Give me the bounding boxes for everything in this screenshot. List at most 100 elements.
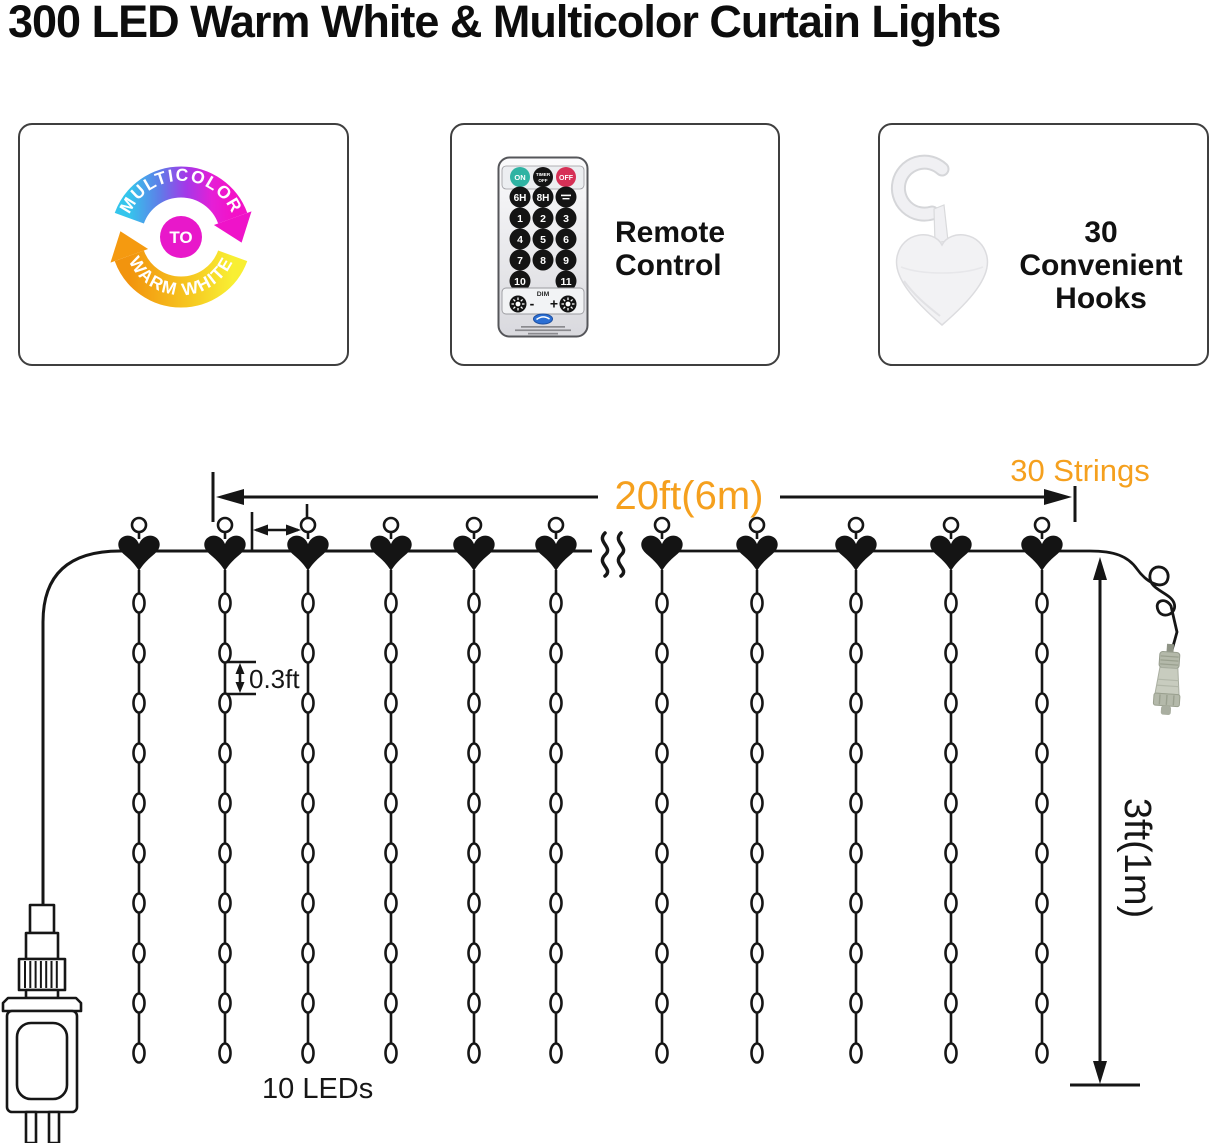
led-bulb-icon bbox=[849, 642, 863, 664]
remote-fine-print bbox=[515, 326, 571, 335]
remote-caption-line2: Control bbox=[615, 249, 722, 282]
remote-digit-button: 1 bbox=[509, 207, 531, 229]
led-bulb-icon bbox=[944, 842, 958, 864]
led-bulb-icon bbox=[849, 842, 863, 864]
spacing-arrowhead-right bbox=[286, 524, 301, 536]
hanger-loop-icon bbox=[847, 516, 865, 534]
light-string bbox=[1021, 516, 1063, 1064]
light-string bbox=[370, 516, 412, 1064]
led-bulb-icon bbox=[849, 692, 863, 714]
led-bulb-icon bbox=[384, 842, 398, 864]
heart-clip-icon bbox=[118, 535, 160, 571]
remote-digit-button: 11 bbox=[555, 270, 577, 292]
remote-digit-button: 7 bbox=[509, 249, 531, 271]
hanger-loop-icon bbox=[1033, 516, 1051, 534]
svg-text:6: 6 bbox=[563, 234, 569, 246]
led-bulb-icon bbox=[132, 842, 146, 864]
led-bulb-icon bbox=[1035, 742, 1049, 764]
led-bulb-icon bbox=[467, 692, 481, 714]
led-bulb-icon bbox=[849, 592, 863, 614]
remote-digit-button: 8 bbox=[532, 249, 554, 271]
led-bulb-icon bbox=[467, 642, 481, 664]
feature-card-color-modes: MULTICOLOR WARM WHITE TO bbox=[18, 123, 349, 366]
led-bulb-icon bbox=[467, 992, 481, 1014]
led-bulb-icon bbox=[132, 942, 146, 964]
led-bulb-icon bbox=[655, 642, 669, 664]
led-bulb-icon bbox=[655, 792, 669, 814]
wire-break-mark bbox=[616, 531, 626, 578]
spacing-arrowhead-left bbox=[253, 524, 268, 536]
heart-clip-icon bbox=[641, 535, 683, 571]
remote-minus-label: - bbox=[530, 296, 535, 312]
hanger-loop-icon bbox=[547, 516, 565, 534]
led-bulb-icon bbox=[750, 642, 764, 664]
remote-button-8h-label: 8H bbox=[537, 193, 550, 204]
remote-digit-button: 3 bbox=[555, 207, 577, 229]
led-spacing-label: 0.3ft bbox=[249, 664, 300, 694]
remote-button-off bbox=[556, 167, 576, 187]
width-arrowhead-left bbox=[216, 489, 244, 505]
led-bulb-icon bbox=[132, 892, 146, 914]
led-bulb-icon bbox=[301, 992, 315, 1014]
led-bulb-icon bbox=[750, 992, 764, 1014]
warm-white-arrow bbox=[114, 249, 248, 308]
svg-text:7: 7 bbox=[517, 255, 523, 267]
remote-dim-label: DIM bbox=[537, 291, 550, 298]
led-bulb-icon bbox=[655, 842, 669, 864]
remote-digit-button: 5 bbox=[532, 228, 554, 250]
led-bulb-icon bbox=[384, 892, 398, 914]
led-bulb-icon bbox=[218, 742, 232, 764]
heart-clip-icon bbox=[535, 535, 577, 571]
led-bulb-icon bbox=[301, 742, 315, 764]
led-bulb-icon bbox=[849, 792, 863, 814]
led-bulb-icon bbox=[467, 942, 481, 964]
led-bulb-icon bbox=[301, 692, 315, 714]
warm-white-arrowhead bbox=[110, 231, 149, 263]
light-string bbox=[736, 516, 778, 1064]
multicolor-arrowhead bbox=[213, 211, 252, 243]
remote-digit-button: 9 bbox=[555, 249, 577, 271]
led-bulb-icon bbox=[944, 942, 958, 964]
led-bulb-icon bbox=[132, 692, 146, 714]
hooks-caption: 30 Convenient Hooks bbox=[1003, 216, 1199, 315]
led-bulb-icon bbox=[1035, 642, 1049, 664]
remote-digit-button: 10 bbox=[509, 270, 531, 292]
led-bulb-icon bbox=[944, 892, 958, 914]
led-bulb-icon bbox=[655, 742, 669, 764]
remote-digit-button: 6 bbox=[555, 228, 577, 250]
led-bulb-icon bbox=[1035, 942, 1049, 964]
led-bulb-icon bbox=[218, 892, 232, 914]
heart-hook-body bbox=[895, 234, 989, 326]
led-bulb-icon bbox=[132, 992, 146, 1014]
led-bulb-icon bbox=[849, 892, 863, 914]
width-arrowhead-right bbox=[1044, 489, 1072, 505]
light-string bbox=[641, 516, 683, 1064]
remote-button-on bbox=[510, 167, 530, 187]
led-bulb-icon bbox=[218, 592, 232, 614]
height-arrowhead-top bbox=[1093, 557, 1107, 580]
led-bulb-icon bbox=[549, 742, 563, 764]
heart-clip-icon bbox=[835, 535, 877, 571]
led-bulb-icon bbox=[944, 792, 958, 814]
led-bulb-icon bbox=[218, 792, 232, 814]
led-bulb-icon bbox=[132, 1042, 146, 1064]
hanger-loop-icon bbox=[942, 516, 960, 534]
remote-button-6h-label: 6H bbox=[514, 193, 527, 204]
svg-text:2: 2 bbox=[540, 213, 546, 225]
remote-caption-line1: Remote bbox=[615, 216, 726, 249]
width-label: 20ft(6m) bbox=[615, 474, 764, 518]
led-bulb-icon bbox=[549, 1042, 563, 1064]
led-bulb-icon bbox=[750, 842, 764, 864]
remote-button-6h bbox=[509, 186, 531, 208]
to-badge bbox=[160, 216, 202, 258]
led-bulb-icon bbox=[384, 942, 398, 964]
hanger-loop-icon bbox=[465, 516, 483, 534]
heart-clip-icon bbox=[930, 535, 972, 571]
svg-text:5: 5 bbox=[540, 234, 546, 246]
led-bulb-icon bbox=[549, 642, 563, 664]
led-bulb-icon bbox=[132, 742, 146, 764]
svg-text:3: 3 bbox=[563, 213, 569, 225]
led-bulb-icon bbox=[301, 942, 315, 964]
